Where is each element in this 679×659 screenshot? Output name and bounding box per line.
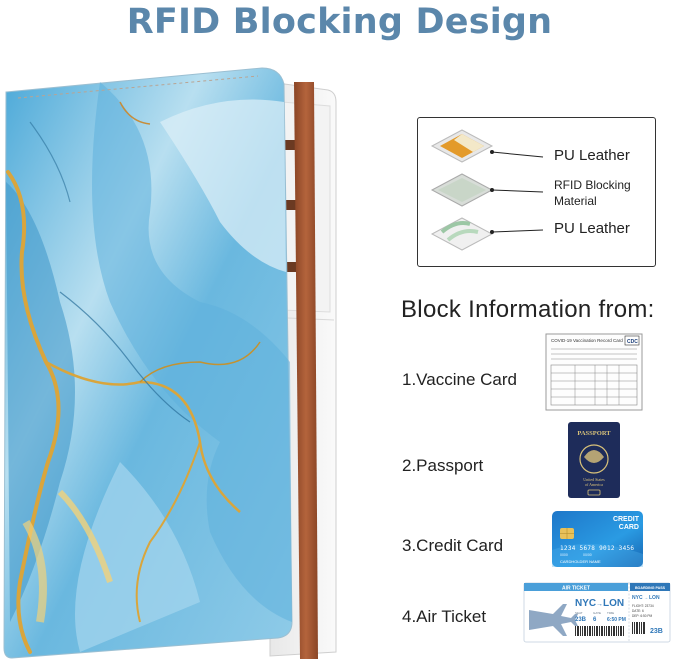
air-ticket-stub-route-from: NYC [632,595,643,601]
item-label-credit-card: 3.Credit Card [402,536,504,555]
credit-card-small-number: 0000 [560,553,568,557]
page-title: RFID Blocking Design [126,2,553,42]
airplane-icon [529,604,578,636]
credit-card-title-line2: CARD [619,524,639,531]
vaccine-card-heading: COVID-19 Vaccination Record Card [551,338,623,343]
stub-arrow-icon: → [644,595,648,600]
air-ticket-route-to: LON [603,598,624,609]
vaccine-card-badge: CDC [627,339,638,345]
credit-card-icon: CREDIT CARD 1234 5678 9012 3456 0000 00/… [551,510,644,568]
bottom-layer-icon [430,217,494,251]
air-ticket-flight: FLIGHT: 23734 [632,604,654,608]
middle-layer-icon [430,173,494,207]
item-label-vaccine-card: 1.Vaccine Card [402,370,517,389]
vaccine-card-icon: COVID-19 Vaccination Record Card CDC [545,333,643,411]
block-info-heading: Block Information from: [401,296,655,323]
layer-bottom-label: PU Leather [554,220,630,237]
air-ticket-stub-departure: DEP: 6:50 PM [632,614,653,618]
item-label-air-ticket: 4.Air Ticket [402,607,487,626]
air-ticket-stub-route-to: LON [649,595,660,601]
layer-middle-line1: RFID Blocking [554,178,631,192]
passport-country-line1: United States [583,477,605,482]
passport-holder-illustration [0,62,340,659]
credit-card-holder: CARDHOLDER NAME [560,559,601,564]
air-ticket-seat-label: SEAT [575,611,583,615]
layer-stack-graphic [430,129,544,251]
air-ticket-stub-header: BOARDING PASS [635,586,666,590]
air-ticket-gate-label: GATE [593,611,601,615]
air-ticket-stub-seat: 23B [650,628,663,635]
air-ticket-time-label: TIME [607,611,614,615]
air-ticket-header: AIR TICKET [562,585,590,591]
layer-middle-label: RFID Blocking Material [554,177,654,209]
route-arrow-icon: → [596,601,603,608]
passport-icon: PASSPORT United States of America [567,421,621,499]
passport-country-line2: of America [585,482,603,487]
credit-card-title-line1: CREDIT [613,516,640,523]
air-ticket-time: 6:50 PM [607,617,626,623]
layer-middle-line2: Material [554,194,597,208]
air-ticket-gate: 6 [593,617,597,623]
passport-title: PASSPORT [577,430,611,437]
stub-barcode-icon [632,622,645,634]
passport-holder-graphic [3,67,337,659]
item-label-passport: 2.Passport [402,456,484,475]
air-ticket-icon: AIR TICKET BOARDING PASS NYC → LON SEAT … [523,582,671,643]
credit-card-number: 1234 5678 9012 3456 [560,545,634,552]
top-layer-icon [430,129,494,163]
credit-card-dates: 00/00 [583,553,592,557]
air-ticket-route-from: NYC [575,598,596,609]
barcode-icon [575,626,624,636]
air-ticket-stub-date: DATE: 6 [632,609,644,613]
rfid-layer-diagram: PU Leather RFID Blocking Material PU Lea… [417,117,656,267]
air-ticket-seat: 23B [575,617,587,623]
layer-top-label: PU Leather [554,147,630,164]
